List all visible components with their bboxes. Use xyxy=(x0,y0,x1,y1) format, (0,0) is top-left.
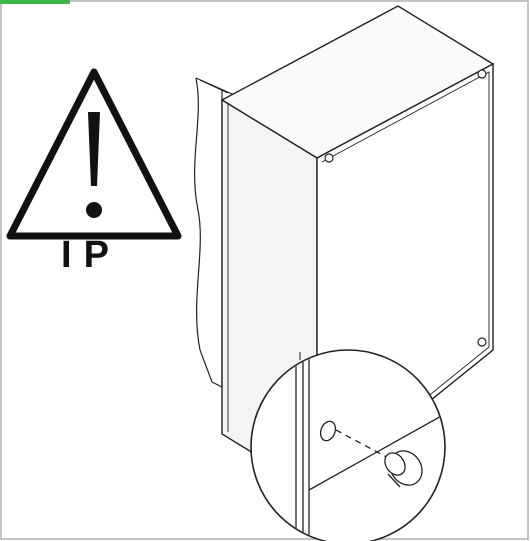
door-screw-icons xyxy=(324,69,487,347)
ip-warning-label: IP xyxy=(61,234,121,276)
accent-bar xyxy=(0,0,70,4)
detail-magnifier xyxy=(250,349,446,541)
plug-icon xyxy=(384,450,423,488)
warning-triangle-icon xyxy=(6,68,182,240)
